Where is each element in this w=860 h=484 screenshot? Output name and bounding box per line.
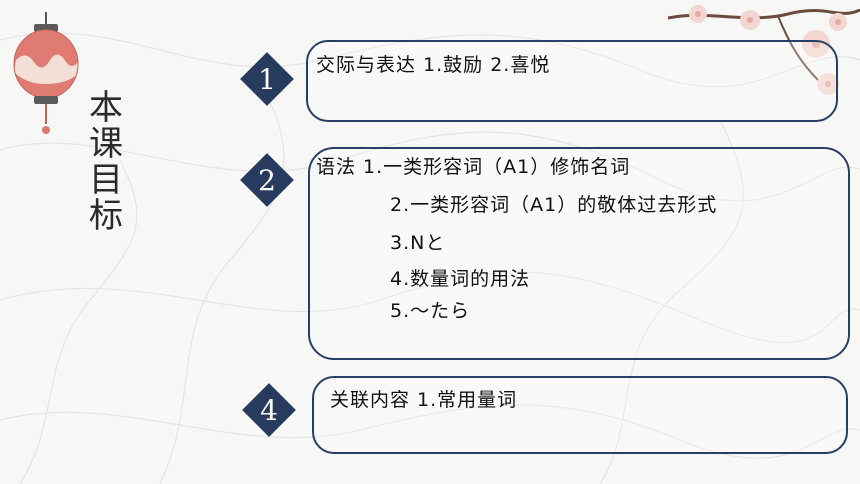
section-2-badge: 2 xyxy=(240,153,294,207)
section-2-line: 5.～たら xyxy=(390,300,471,322)
section-2-line: 3.Nと xyxy=(390,232,446,254)
section-1-line: 交际与表达 1.鼓励 2.喜悦 xyxy=(316,54,551,76)
title-char: 本 xyxy=(89,88,123,128)
cherry-blossom-icon xyxy=(668,5,860,95)
section-1-badge: 1 xyxy=(240,52,294,106)
section-4-box xyxy=(312,376,848,454)
section-number: 2 xyxy=(258,163,276,197)
section-2-line: 语法 1.一类形容词（A1）修饰名词 xyxy=(316,156,631,178)
title-char: 标 xyxy=(89,196,123,236)
section-1-box xyxy=(306,40,838,122)
title-char: 目 xyxy=(89,160,123,200)
section-4-badge: 4 xyxy=(242,383,296,437)
section-number: 4 xyxy=(260,393,278,427)
page-title: 本 课 目 标 xyxy=(84,90,128,234)
section-4-line: 关联内容 1.常用量词 xyxy=(330,389,518,411)
lantern-icon xyxy=(13,12,79,134)
section-number: 1 xyxy=(258,62,276,96)
section-2-box xyxy=(308,147,850,360)
title-char: 课 xyxy=(89,124,123,164)
section-2-line: 2.一类形容词（A1）的敬体过去形式 xyxy=(390,194,718,216)
section-2-line: 4.数量词的用法 xyxy=(390,268,531,290)
